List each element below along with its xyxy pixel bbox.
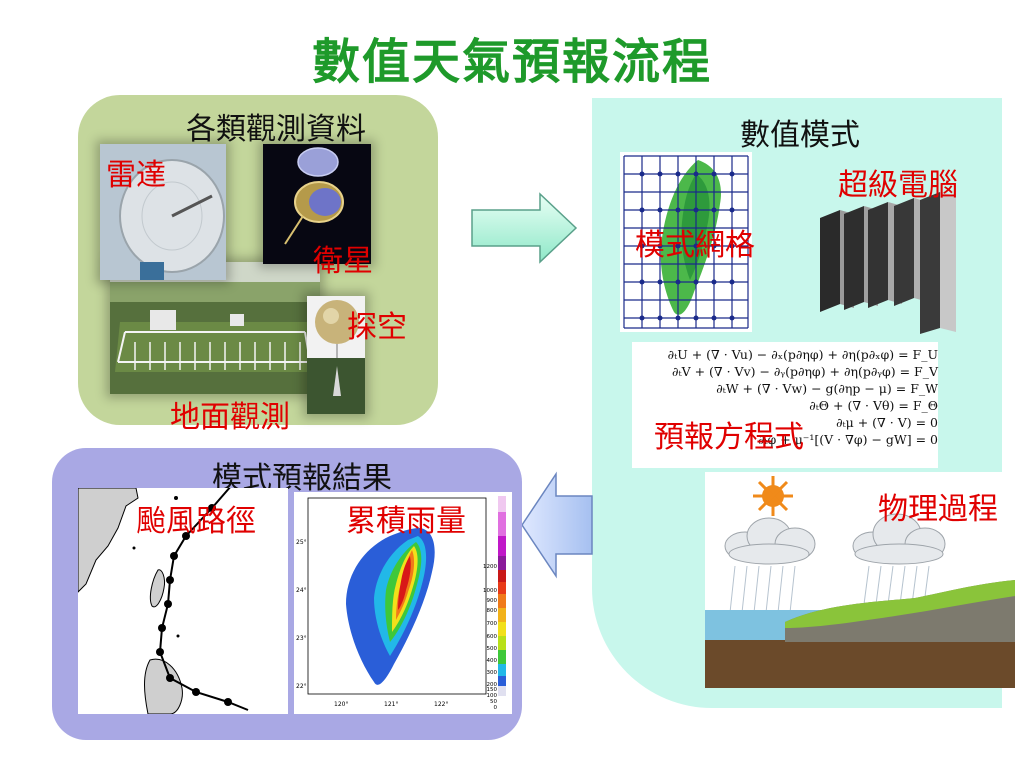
sun-icon <box>753 476 793 516</box>
rainfall-colorbar <box>498 496 506 696</box>
equation-6: ∂ₜφ + μ⁻¹[(V · ∇φ) − gW] = 0 <box>757 432 938 447</box>
rainfall-label: 累積雨量 <box>346 504 466 539</box>
typhoon-track-label: 颱風路徑 <box>136 504 256 539</box>
lon-tick-122: 122° <box>434 701 448 708</box>
colorbar-tick: 600 <box>487 634 498 640</box>
colorbar-tick: 500 <box>487 646 498 652</box>
sounding-label: 探空 <box>347 310 407 345</box>
surface-observation-label: 地面觀測 <box>170 400 290 435</box>
colorbar-tick: 1200 <box>483 564 497 570</box>
observations-header: 各類觀測資料 <box>186 112 366 147</box>
colorbar-tick: 200 <box>487 682 498 688</box>
lat-tick-24: 24° <box>296 587 307 594</box>
satellite-label: 衛星 <box>313 244 373 279</box>
equation-5: ∂ₜμ + (∇ · V) = 0 <box>836 415 938 430</box>
lon-tick-120: 120° <box>334 701 348 708</box>
rainfall-map: 25° 24° 23° 22° 120° 121° 122° 1200 <box>296 496 506 711</box>
equation-1: ∂ₜU + (∇ · Vu) − ∂ₓ(p∂ηφ) + ∂η(p∂ₓφ) = F… <box>667 347 938 362</box>
forecast-equations-box: ∂ₜU + (∇ · Vu) − ∂ₓ(p∂ηφ) + ∂η(p∂ₓφ) = F… <box>632 342 938 468</box>
colorbar-tick: 0 <box>494 705 498 711</box>
colorbar-tick: 1000 <box>483 588 497 594</box>
model-grid-label: 模式網格 <box>635 228 755 263</box>
sounding-balloon-photo <box>307 296 365 414</box>
model-header: 數值模式 <box>740 118 860 153</box>
equation-4: ∂ₜΘ + (∇ · Vθ) = F_Θ <box>809 398 938 413</box>
forecast-equations-label: 預報方程式 <box>654 420 804 455</box>
colorbar-tick: 900 <box>487 598 498 604</box>
supercomputer-label: 超級電腦 <box>838 168 958 203</box>
satellite-photo <box>263 144 371 264</box>
radar-photo <box>100 144 226 280</box>
typhoon-track-map <box>78 488 288 714</box>
colorbar-tick: 100 <box>487 693 498 699</box>
arrow-right-icon <box>471 192 578 264</box>
lat-tick-22: 22° <box>296 683 307 690</box>
colorbar-tick: 150 <box>487 687 498 693</box>
colorbar-tick: 700 <box>487 621 498 627</box>
page-title: 數值天氣預報流程 <box>311 34 712 90</box>
colorbar-tick: 50 <box>490 699 497 705</box>
lat-tick-23: 23° <box>296 635 307 642</box>
colorbar-tick: 400 <box>487 658 498 664</box>
rainfall-map-frame: 25° 24° 23° 22° 120° 121° 122° 1200 <box>294 492 512 714</box>
model-grid-map <box>620 152 752 332</box>
physics-process-label: 物理過程 <box>878 492 998 527</box>
colorbar-tick: 800 <box>487 608 498 614</box>
colorbar-tick: 300 <box>487 670 498 676</box>
physics-process-illustration <box>705 472 1015 688</box>
arrow-left-icon <box>521 471 593 579</box>
surface-station-photo <box>110 262 320 394</box>
equation-2: ∂ₜV + (∇ · Vv) − ∂ᵧ(p∂ηφ) + ∂η(p∂ᵧφ) = F… <box>672 364 938 379</box>
supercomputer-icon <box>820 192 956 334</box>
lon-tick-121: 121° <box>384 701 398 708</box>
lat-tick-25: 25° <box>296 539 307 546</box>
equation-3: ∂ₜW + (∇ · Vw) − g(∂ηp − μ) = F_W <box>716 381 938 396</box>
radar-label: 雷達 <box>106 158 166 193</box>
